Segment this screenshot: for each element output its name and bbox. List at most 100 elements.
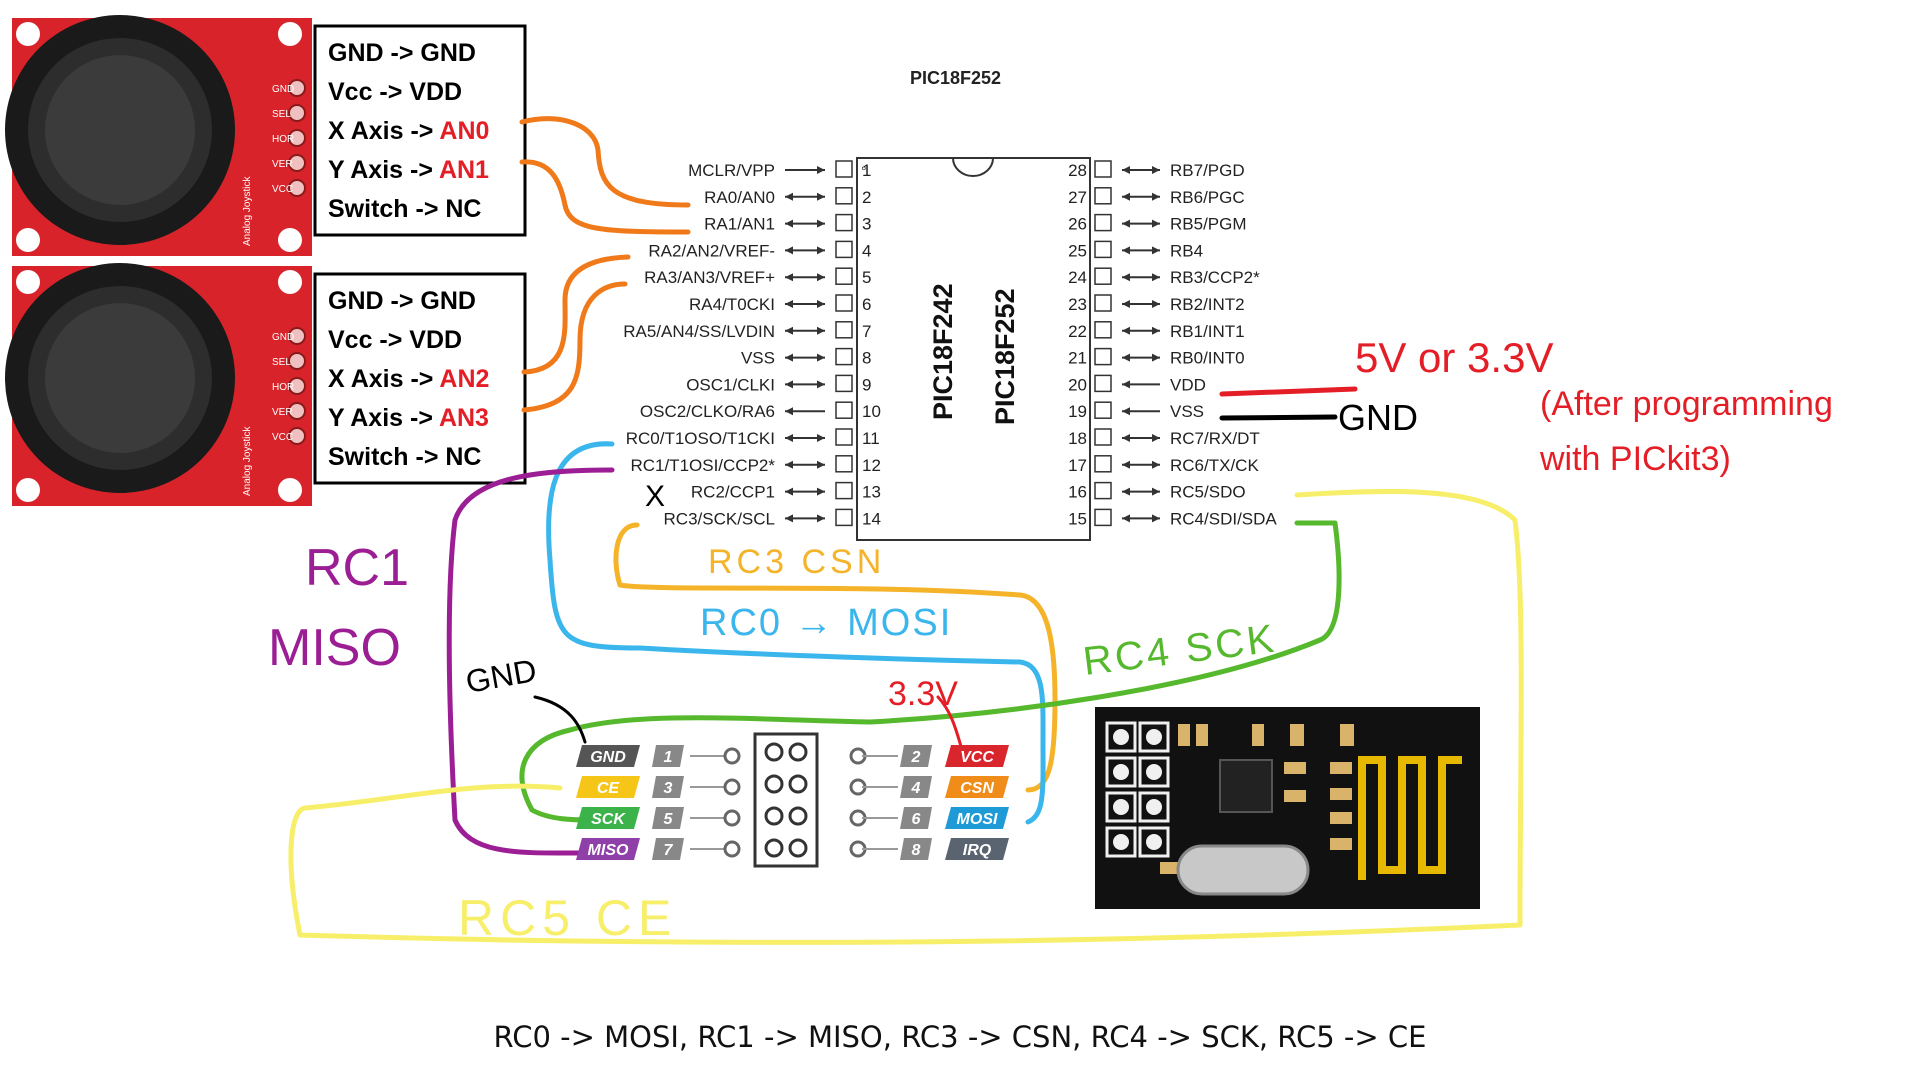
pin-number: 21 (1068, 349, 1087, 368)
label-line: Switch -> NC (328, 195, 482, 223)
mounting-hole (278, 228, 302, 252)
header-hole (764, 838, 784, 858)
pin-badge (576, 807, 640, 829)
pin-badge-label: SCK (591, 811, 626, 828)
nrf-pin-vcc: VCC (945, 745, 1009, 767)
wire-rc5-ce (288, 488, 1524, 945)
pin-name: RB7/PGD (1170, 161, 1245, 180)
wire-rc4-sck (519, 520, 1342, 823)
pin-badge (945, 776, 1009, 798)
pin-arrow-head (1122, 460, 1130, 469)
chip-body-label: PIC18F242 (928, 283, 958, 420)
pin-arrow-head (1152, 166, 1160, 174)
joystick-cap-center (45, 303, 195, 453)
pin-pad (1094, 508, 1112, 527)
pin-name: VDD (1170, 375, 1206, 394)
pin-name: RC1/T1OSI/CCP2* (630, 456, 775, 475)
pin-badge-label: MOSI (957, 811, 998, 828)
pin-pad (1094, 374, 1112, 393)
pin-arrow-head (1122, 514, 1130, 523)
pin-name: RB5/PGM (1170, 215, 1247, 234)
pin-number-badge (652, 838, 684, 860)
nrf-pin-miso: MISO (576, 838, 640, 860)
pin-arrow-head (817, 353, 825, 362)
pin-number: 11 (862, 429, 880, 448)
pin-number: 27 (1068, 188, 1087, 207)
pin-arrow-head (817, 514, 825, 523)
wire-an0 (519, 116, 691, 208)
pin-number-badge (652, 807, 684, 829)
nrf24-module (1095, 707, 1480, 909)
chip-pin-left: RA2/AN2/VREF-4 (648, 240, 871, 260)
nc-mark: X (645, 480, 665, 513)
pin-number: 10 (862, 402, 881, 421)
pin-name: RC3/SCK/SCL (664, 509, 775, 528)
pin-arrow-head (817, 273, 825, 282)
pin-dot (723, 840, 741, 858)
pin-number-badge (900, 838, 932, 860)
header-hole (764, 774, 784, 794)
annotation-miso: MISO (268, 619, 401, 677)
pin-arrow-head (1122, 300, 1130, 308)
pin-arrow-head (1152, 460, 1160, 469)
pin-badge-label: VCC (960, 749, 994, 766)
pin-arrow-head (817, 326, 825, 335)
pin-arrow-head (785, 514, 793, 523)
annotation-rc4: RC4 SCK (1081, 617, 1279, 684)
pin-arrow-head (1122, 192, 1130, 201)
pin-number: 25 (1068, 241, 1087, 260)
annotation-3v3: 3.3V (888, 675, 958, 713)
pin-pad (835, 347, 853, 366)
pin-number: 7 (862, 322, 871, 341)
pin-badge (576, 776, 640, 798)
pin-arrow-head (785, 434, 793, 442)
header-hole (764, 742, 784, 762)
pin-arrow-head (785, 246, 793, 255)
pin-label: GND (272, 332, 294, 343)
pin-arrow-head (785, 300, 793, 308)
pin-arrow-head (1122, 407, 1130, 416)
pin-number-label: 6 (912, 811, 921, 828)
mounting-hole (278, 270, 302, 294)
pin-pad (835, 428, 853, 446)
pin-arrow-head (1122, 219, 1130, 228)
vcc-pointer (936, 695, 964, 752)
pin-arrow-head (1152, 246, 1160, 255)
mounting-hole (278, 478, 302, 502)
pin-label: SEL (272, 357, 291, 368)
label-line: GND -> GND (328, 287, 476, 315)
pin-arrow-head (1122, 434, 1130, 442)
pin-arrow-head (785, 273, 793, 282)
pin-arrow-head (1152, 434, 1160, 442)
pin-label: VER (272, 159, 293, 170)
joystick-pin-labels: GND SEL HOR VER VCC (272, 332, 294, 443)
joystick-cap-center (45, 55, 195, 205)
pin-name: RC4/SDI/SDA (1170, 509, 1277, 528)
pin-number-badge (652, 745, 684, 767)
pin-arrow-head (817, 300, 825, 308)
pin-dot (723, 747, 741, 765)
pin-number-label: 7 (664, 842, 674, 859)
pin-number: 15 (1068, 509, 1087, 528)
pin-number: 12 (862, 456, 881, 475)
pin-arrow-head (817, 487, 825, 496)
pin-pad (1094, 240, 1112, 259)
pin-name: RC7/RX/DT (1170, 429, 1260, 448)
pin-number-label: 1 (664, 749, 673, 766)
pin-number: 3 (862, 215, 871, 234)
pin-number: 9 (862, 375, 871, 394)
label-line: Y Axis -> AN3 (328, 404, 489, 432)
pin-arrow-head (817, 434, 825, 442)
joystick-module-1: GND SEL HOR VER VCC Analog Joystick GND … (5, 15, 527, 256)
chip-pin-left: RA3/AN3/VREF+5 (644, 267, 871, 287)
pin-name: RC6/TX/CK (1170, 456, 1259, 475)
pin-arrow-head (1152, 273, 1160, 282)
pin-arrow-head (1122, 246, 1130, 255)
pin-label: HOR (272, 382, 294, 393)
